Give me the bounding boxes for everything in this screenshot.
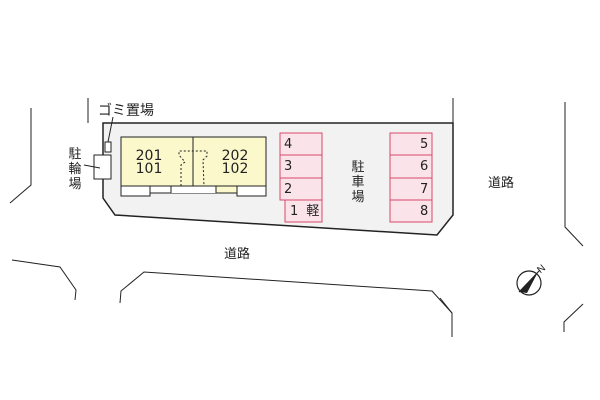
parking-space-2: 2 bbox=[284, 182, 293, 197]
garbage-label: ゴミ置場 bbox=[98, 103, 154, 119]
bicycle-parking-label: 駐 輪 場 bbox=[68, 147, 82, 192]
parking-space-1: 1 軽 bbox=[290, 204, 320, 219]
road-south-label: 道路 bbox=[224, 247, 251, 262]
garbage-area bbox=[104, 141, 112, 153]
parking-right bbox=[389, 132, 433, 223]
parking-space-3: 3 bbox=[284, 159, 293, 174]
parking-space-8: 8 bbox=[420, 204, 429, 219]
parking-space-5: 5 bbox=[420, 137, 429, 152]
unit-201-101: 201 101 bbox=[135, 148, 163, 177]
road-east-label: 道路 bbox=[488, 176, 515, 191]
unit-202-102: 202 102 bbox=[221, 148, 249, 177]
kei-car-mark: 軽 bbox=[306, 204, 320, 219]
parking-space-7: 7 bbox=[420, 182, 429, 197]
north-arrow-icon: N bbox=[516, 263, 548, 296]
parking-space-6: 6 bbox=[420, 159, 429, 174]
parking-left bbox=[279, 132, 323, 223]
parking-space-4: 4 bbox=[284, 137, 293, 152]
building bbox=[120, 136, 267, 197]
car-parking-label: 駐 車 場 bbox=[351, 160, 365, 205]
